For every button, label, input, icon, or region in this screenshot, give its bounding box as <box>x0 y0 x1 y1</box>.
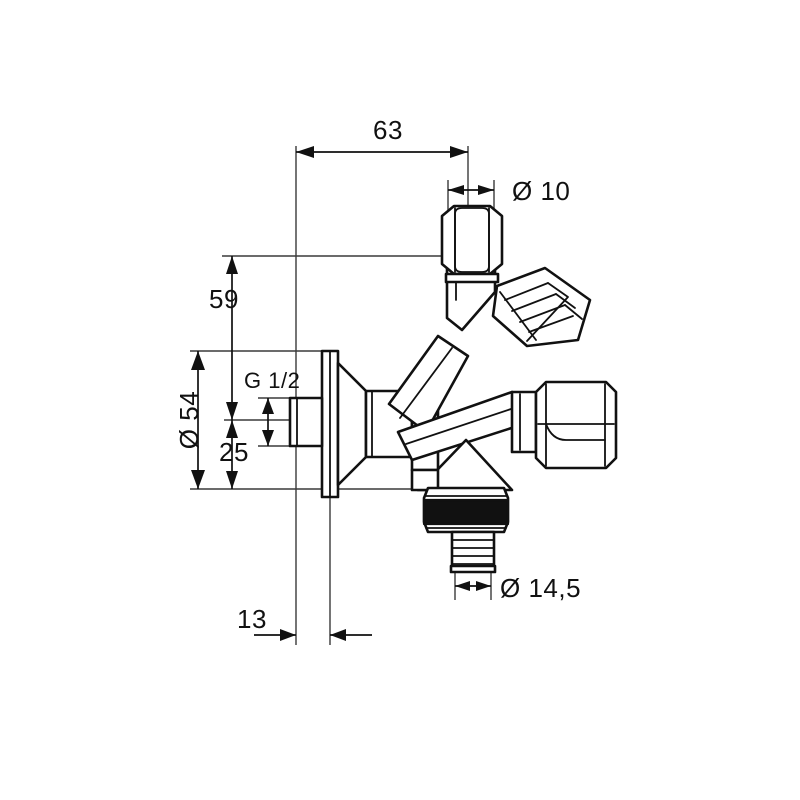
dim-diameter-14-5-line <box>455 581 491 591</box>
upper-handle <box>491 266 592 348</box>
wall-flange <box>320 349 368 499</box>
dim-13-line <box>254 629 372 641</box>
dim-diameter-10-label: Ø 10 <box>512 176 570 206</box>
dim-63-label: 63 <box>373 115 403 145</box>
dim-13-label: 13 <box>237 604 267 634</box>
dim-diameter-14-5-label: Ø 14,5 <box>500 573 581 603</box>
threaded-inlet <box>288 396 324 448</box>
top-hex-nut <box>440 204 504 284</box>
dim-g-half-line <box>262 398 274 446</box>
dim-diameter-10-line <box>448 185 494 195</box>
dim-63-line <box>296 146 468 158</box>
dim-59-line <box>226 256 238 420</box>
dim-25-line <box>226 420 238 489</box>
side-handle <box>534 380 618 470</box>
dim-diameter-54-line <box>191 351 205 489</box>
dim-g-half-label: G 1/2 <box>244 368 300 393</box>
dim-diameter-54-label: Ø 54 <box>174 391 204 449</box>
dimension-labels: 63 Ø 10 59 Ø 54 G 1/2 25 13 Ø 14,5 <box>174 115 581 634</box>
dimension-lines <box>191 146 494 641</box>
dim-25-label: 25 <box>219 437 249 467</box>
hose-nozzle <box>422 486 510 574</box>
dim-59-label: 59 <box>209 284 239 314</box>
